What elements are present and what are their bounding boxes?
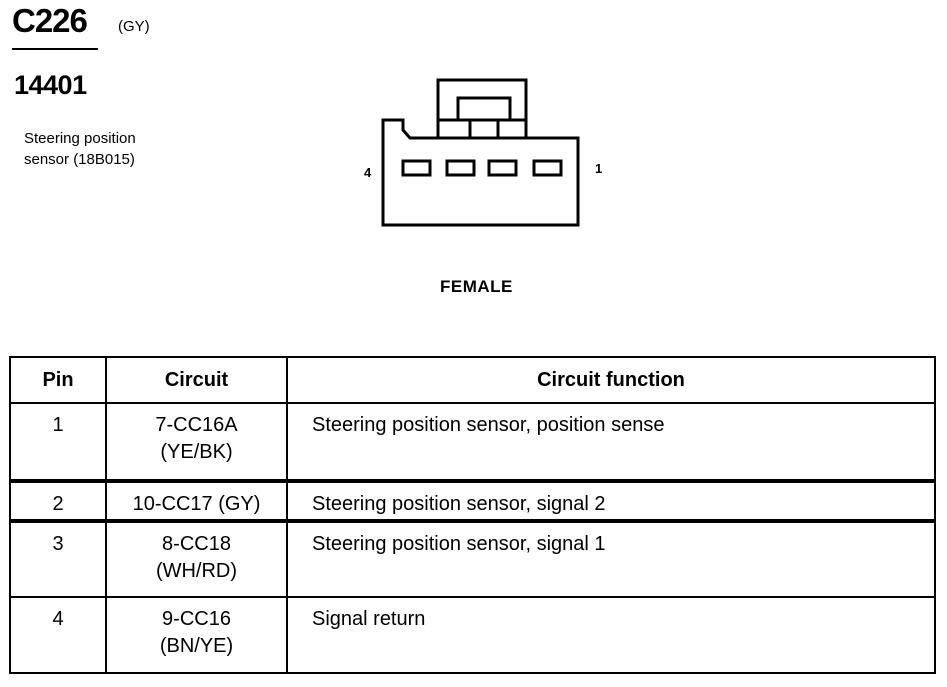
pin-cell: 1 bbox=[9, 402, 107, 482]
pin-cavity-2 bbox=[487, 159, 518, 177]
circuit-cell: 8-CC18 (WH/RD) bbox=[105, 519, 288, 598]
pin-label-left: 4 bbox=[364, 165, 372, 180]
connector-face-diagram: 4 1 bbox=[364, 78, 602, 227]
part-description-line-1: Steering position bbox=[24, 130, 136, 147]
pin-label-right: 1 bbox=[595, 161, 602, 176]
circuit-cell: 7-CC16A (YE/BK) bbox=[105, 402, 288, 482]
function-cell: Steering position sensor, signal 1 bbox=[286, 519, 936, 598]
header-circuit: Circuit bbox=[105, 356, 288, 404]
pin-cell: 3 bbox=[9, 519, 107, 598]
circuit-cell: 9-CC16 (BN/YE) bbox=[105, 596, 288, 674]
pin-cell: 4 bbox=[9, 596, 107, 674]
pinout-table: Pin Circuit Circuit function 1 7-CC16A (… bbox=[9, 356, 936, 674]
title-underline bbox=[12, 48, 98, 50]
pin-cavity-3 bbox=[445, 159, 476, 177]
header-pin: Pin bbox=[9, 356, 107, 404]
table-header-row: Pin Circuit Circuit function bbox=[9, 356, 936, 404]
connector-color: (GY) bbox=[118, 18, 150, 35]
circuit-id: 8-CC18 bbox=[162, 533, 231, 555]
function-cell: Steering position sensor, position sense bbox=[286, 402, 936, 482]
connector-gender: FEMALE bbox=[440, 277, 513, 296]
table-row: 2 10-CC17 (GY) Steering position sensor,… bbox=[9, 479, 936, 522]
pin-cavity-1 bbox=[532, 159, 563, 177]
header-circuit-function: Circuit function bbox=[286, 356, 936, 404]
table-row: 4 9-CC16 (BN/YE) Signal return bbox=[9, 596, 936, 674]
function-cell: Steering position sensor, signal 2 bbox=[286, 479, 936, 522]
connector-body bbox=[381, 118, 580, 227]
connector-id: C226 bbox=[12, 2, 88, 39]
circuit-cell: 10-CC17 (GY) bbox=[105, 479, 288, 522]
part-description: Steering position sensor (18B015) bbox=[24, 128, 224, 170]
locking-tab-inner bbox=[456, 96, 512, 122]
table-row: 3 8-CC18 (WH/RD) Steering position senso… bbox=[9, 519, 936, 598]
locking-tab bbox=[436, 78, 528, 122]
circuit-color: (YE/BK) bbox=[160, 441, 233, 463]
circuit-color: (BN/YE) bbox=[159, 635, 234, 657]
circuit-id: 9-CC16 bbox=[162, 608, 231, 630]
function-cell: Signal return bbox=[286, 596, 936, 674]
part-number: 14401 bbox=[14, 70, 87, 100]
circuit-id: 10-CC17 (GY) bbox=[132, 493, 261, 515]
latch-block bbox=[436, 118, 528, 140]
part-description-line-2: sensor (18B015) bbox=[24, 151, 135, 168]
table-row: 1 7-CC16A (YE/BK) Steering position sens… bbox=[9, 402, 936, 482]
pin-cavity-4 bbox=[401, 159, 432, 177]
pin-cell: 2 bbox=[9, 479, 107, 522]
circuit-id: 7-CC16A bbox=[155, 414, 238, 436]
circuit-color: (WH/RD) bbox=[155, 560, 238, 582]
